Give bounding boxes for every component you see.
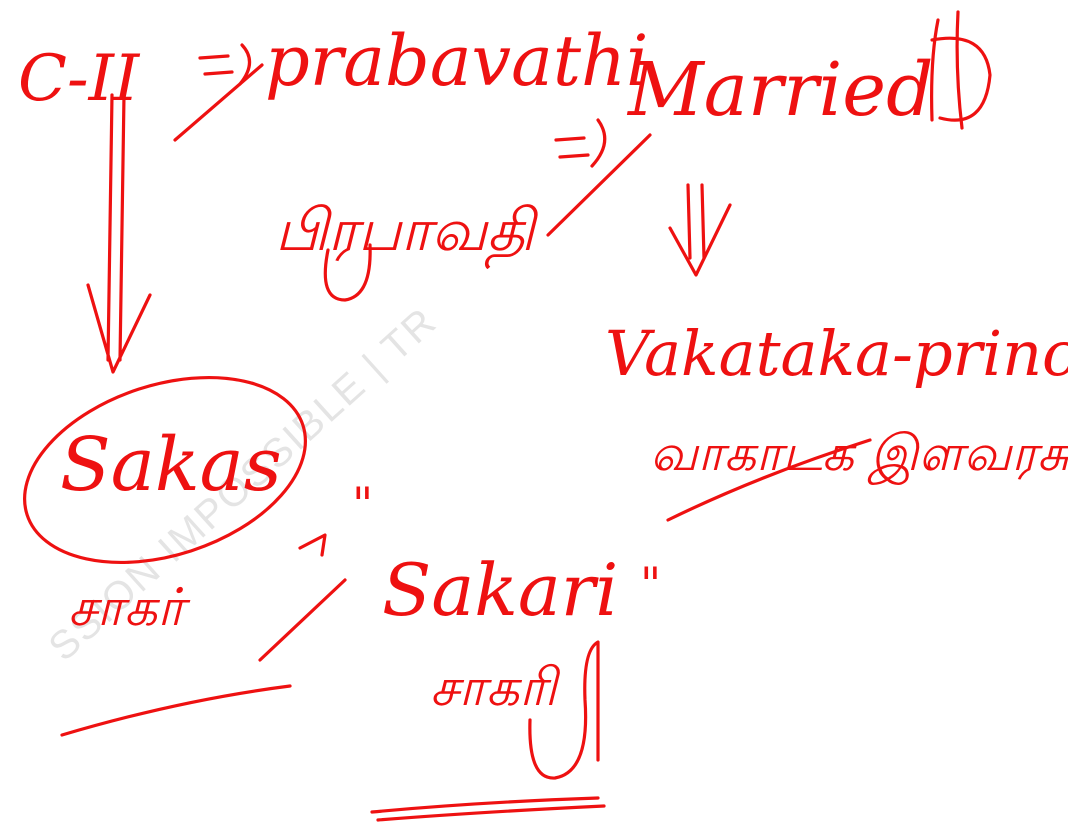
- implies-arrow-2: [554, 118, 607, 168]
- ditto-mark-1: ": [352, 477, 373, 531]
- sakas-circle: [23, 375, 307, 565]
- sakari-double-underline: [370, 796, 606, 822]
- down-double-arrow: [668, 183, 732, 277]
- implies-arrow-3: [258, 533, 347, 662]
- ditto-mark-2: ": [640, 557, 661, 611]
- note-sakari-tamil: சாகரி: [430, 658, 561, 718]
- slash-2: [546, 133, 652, 237]
- note-prabavathi: prabavathi: [265, 20, 648, 102]
- vakataka-underline: [666, 438, 872, 522]
- married-loop: [930, 10, 992, 130]
- note-sakari: Sakari: [382, 548, 618, 632]
- note-prabavathi-tamil: பிரபாவதி: [275, 196, 539, 270]
- note-sakas: Sakas: [60, 422, 282, 508]
- slash-1: [173, 63, 264, 142]
- implies-arrow-1: [198, 43, 252, 86]
- note-married: Married: [626, 47, 933, 133]
- sakas-tamil-underline: [60, 684, 292, 737]
- note-vakataka-prince: Vakataka-prince: [605, 317, 1068, 390]
- note-sakas-tamil: சாகர்: [68, 578, 191, 638]
- note-vakataka-tamil: வாகாடக இளவரசு: [650, 424, 1068, 485]
- note-c2: C-II: [18, 42, 141, 116]
- long-down-arrow: [86, 93, 152, 374]
- sakari-tail: [528, 640, 600, 780]
- tamil-tail: [323, 243, 372, 302]
